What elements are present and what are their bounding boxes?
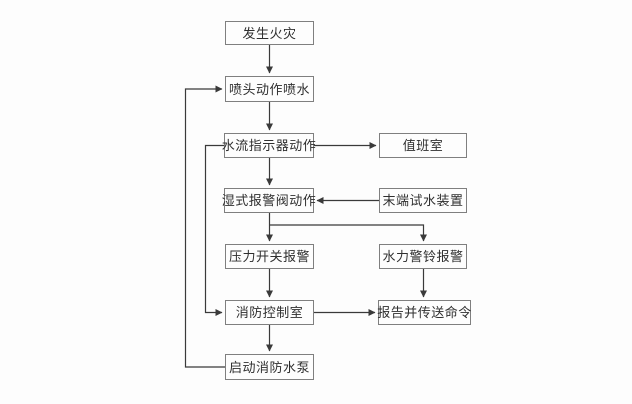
node-duty-room: 值班室 (379, 133, 467, 158)
node-hydraulic-bell-alarm-label: 水力警铃报警 (382, 249, 464, 264)
node-end-test-device: 末端试水装置 (379, 188, 467, 213)
node-fire-control-room-label: 消防控制室 (235, 305, 304, 320)
node-fire-occurs: 发生火灾 (225, 21, 314, 45)
edge-wet-valve-hydraulic-bell (269, 224, 427, 242)
node-flow-indicator: 水流指示器动作 (221, 133, 317, 158)
node-pressure-switch-alarm-label: 压力开关报警 (228, 249, 310, 264)
node-fire-control-room: 消防控制室 (225, 300, 314, 325)
node-wet-alarm-valve-label: 湿式报警阀动作 (221, 193, 317, 208)
edge-pump-sprinkler-feedback (184, 85, 225, 368)
node-end-test-device-label: 末端试水装置 (382, 193, 464, 208)
node-sprinkler-activates: 喷头动作喷水 (225, 76, 314, 102)
node-report-transmit-command-label: 报告并传送命令 (377, 305, 472, 320)
node-wet-alarm-valve: 湿式报警阀动作 (221, 188, 317, 213)
node-pressure-switch-alarm: 压力开关报警 (225, 244, 314, 269)
node-sprinkler-activates-label: 喷头动作喷水 (228, 81, 310, 97)
node-duty-room-label: 值班室 (402, 138, 444, 153)
node-start-fire-pump-label: 启动消防水泵 (228, 359, 310, 375)
node-hydraulic-bell-alarm: 水力警铃报警 (379, 244, 467, 269)
edge-flow-indicator-control-room-feedback (204, 144, 224, 316)
node-report-transmit-command: 报告并传送命令 (377, 300, 472, 325)
node-fire-occurs-label: 发生火灾 (242, 25, 297, 41)
node-flow-indicator-label: 水流指示器动作 (221, 138, 317, 153)
node-start-fire-pump: 启动消防水泵 (225, 354, 314, 380)
